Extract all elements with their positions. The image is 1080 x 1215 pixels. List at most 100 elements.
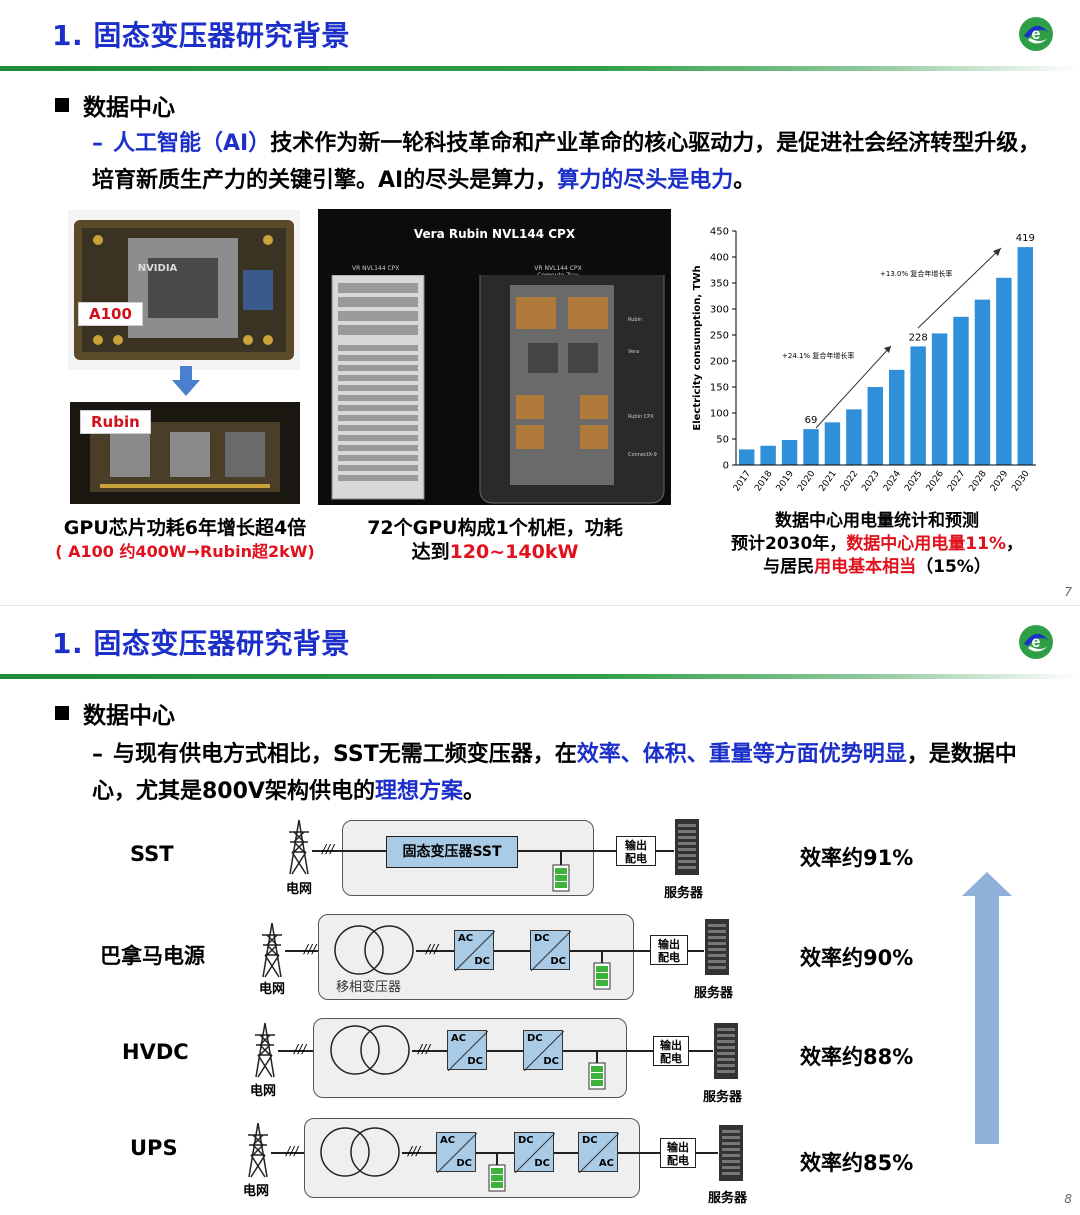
- bullet-text: 数据中心: [83, 95, 175, 121]
- efficiency-hvdc: 效率约88%: [800, 1045, 914, 1069]
- battery-icon: [488, 1164, 506, 1192]
- server-icon: [719, 1125, 743, 1181]
- para-end: 。: [462, 779, 485, 804]
- title-divider: [0, 66, 1080, 71]
- caption-chart-line2a: 预计2030年，: [730, 534, 847, 554]
- bar-2026: [931, 333, 948, 465]
- x-tick-label: 2027: [946, 469, 967, 493]
- trend-arrow-2: [917, 247, 1002, 329]
- x-tick-label: 2019: [775, 469, 796, 494]
- rack-label-rubin: Rubin: [628, 317, 643, 323]
- down-arrow-icon: [172, 366, 200, 396]
- transformer-icon: [330, 1025, 410, 1075]
- server-label: 服务器: [708, 1191, 748, 1206]
- line: [554, 1152, 578, 1154]
- rubin-tag: Rubin: [80, 410, 151, 434]
- para-end: 。: [733, 168, 756, 193]
- para-text-1: 与现有供电方式相比，SST无需工频变压器，在: [113, 742, 577, 767]
- slide-1: 1. 固态变压器研究背景 e 数据中心 –人工智能（AI）技术作为新一轮科技革命…: [0, 0, 1080, 605]
- caption-gpu-line1: GPU芯片功耗6年增长超4倍: [63, 517, 307, 539]
- y-tick-label: 150: [710, 383, 729, 394]
- bar-2024: [889, 369, 905, 465]
- data-label-2020: 69: [805, 415, 818, 426]
- rack-image: Vera Rubin NVL144 CPX VR NVL144 CPX VR N…: [318, 209, 671, 505]
- conv-out-label: DC: [534, 1158, 550, 1169]
- line: [560, 850, 562, 866]
- bar-2025: [910, 346, 926, 465]
- conv-in-label: AC: [440, 1135, 456, 1146]
- sst-box: 固态变压器SST: [386, 836, 518, 868]
- conv-in-label: DC: [527, 1033, 543, 1044]
- para-highlight-ideal: 理想方案: [374, 779, 463, 804]
- line: [596, 1050, 598, 1064]
- line: [689, 1050, 713, 1052]
- bullet-square-icon: [55, 706, 69, 720]
- rack-sublabel: VR NVL144 CPX: [352, 265, 400, 272]
- grid-label: 电网: [286, 882, 313, 897]
- slide-2: 1. 固态变压器研究背景 e 数据中心 –与现有供电方式相比，SST无需工频变压…: [0, 605, 1080, 1215]
- transformer-icon: [320, 1127, 400, 1177]
- conv-out-label: DC: [543, 1056, 559, 1067]
- three-phase-mark: ///: [426, 942, 439, 956]
- grid-tower-icon: [248, 1122, 268, 1178]
- logo-icon: e: [1019, 625, 1053, 659]
- data-label-2030: 419: [1016, 233, 1035, 244]
- conv-out-label: DC: [474, 956, 490, 967]
- title-divider: [0, 674, 1080, 679]
- x-tick-label: 2026: [925, 469, 946, 494]
- para-highlight-power: 算力的尽头是电力: [557, 168, 734, 193]
- line: [494, 950, 530, 952]
- a100-chip-image: [68, 210, 300, 370]
- output-distribution-box: 输出 配电: [653, 1036, 689, 1066]
- sst-paragraph: –与现有供电方式相比，SST无需工频变压器，在效率、体积、重量等方面优势明显，是…: [92, 736, 1052, 810]
- battery-icon: [593, 962, 611, 990]
- caption-gpu: GPU芯片功耗6年增长超4倍 ( A100 约400W→Rubin超2kW): [40, 516, 330, 564]
- y-tick-label: 450: [710, 227, 729, 238]
- line: [696, 1152, 718, 1154]
- dash: –: [92, 131, 103, 156]
- phase-shift-transformer-icon: [334, 925, 414, 975]
- bar-2020: [803, 429, 819, 465]
- para-text: 技术作为新一轮科技革命和产业革命的核心驱动力，是促进社会经济转型升级，培育新质生…: [92, 131, 1041, 193]
- bullet-square-icon: [55, 98, 69, 112]
- grid-label: 电网: [243, 1184, 270, 1199]
- bullet-heading: 数据中心: [55, 88, 175, 122]
- line: [416, 950, 454, 952]
- x-tick-label: 2024: [882, 469, 903, 494]
- caption-chart-line1: 数据中心用电量统计和预测: [775, 511, 979, 531]
- output-distribution-box: 输出 配电: [650, 935, 688, 965]
- bar-2028: [974, 299, 991, 465]
- caption-rack-line1: 72个GPU构成1个机柜，功耗: [367, 517, 623, 539]
- bullet-text: 数据中心: [83, 703, 175, 729]
- intro-paragraph: –人工智能（AI）技术作为新一轮科技革命和产业革命的核心驱动力，是促进社会经济转…: [92, 125, 1052, 199]
- chip-brand-label: NVIDIA: [137, 263, 178, 274]
- conv-out-label: AC: [598, 1158, 614, 1169]
- battery-icon: [588, 1062, 606, 1090]
- row-label-ups: UPS: [130, 1136, 178, 1160]
- line: [402, 1152, 436, 1154]
- conv-out-label: DC: [550, 956, 566, 967]
- grid-tower-icon: [289, 819, 309, 875]
- grid-tower-icon: [255, 1022, 275, 1078]
- line: [496, 1152, 498, 1166]
- caption-rack-line2a: 达到: [411, 541, 450, 563]
- x-tick-label: 2029: [989, 469, 1010, 494]
- conv-in-label: AC: [458, 933, 474, 944]
- bar-2017: [739, 449, 755, 465]
- three-phase-mark: ///: [294, 1042, 307, 1056]
- caption-chart-highlight: 数据中心用电量11%: [846, 534, 1007, 554]
- three-phase-mark: ///: [286, 1144, 299, 1158]
- data-label-2025: 228: [909, 332, 928, 343]
- rack-title: Vera Rubin NVL144 CPX: [413, 227, 576, 241]
- server-label: 服务器: [694, 986, 734, 1001]
- rack-label-rubin-cpx: Rubin CPX: [628, 414, 654, 420]
- line: [618, 1152, 660, 1154]
- slide-title: 1. 固态变压器研究背景: [52, 19, 350, 52]
- line: [342, 850, 388, 852]
- efficiency-up-arrow-icon: [962, 872, 1012, 1144]
- line: [601, 950, 603, 964]
- bar-2021: [824, 422, 841, 465]
